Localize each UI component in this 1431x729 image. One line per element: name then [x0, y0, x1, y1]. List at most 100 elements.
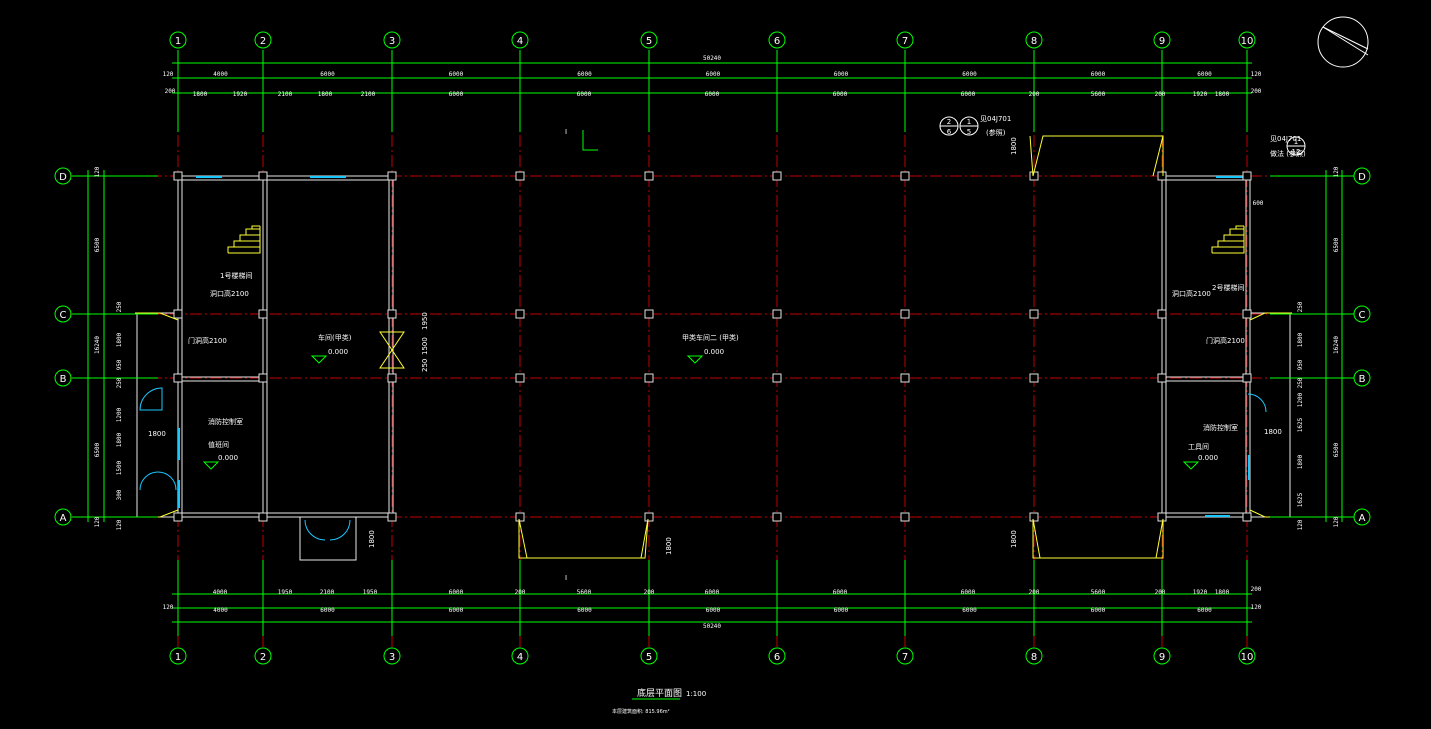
column-7-3	[900, 373, 910, 383]
column-1-3	[173, 373, 183, 383]
dim-bottom-row1-15: 1800	[1215, 589, 1230, 596]
column-5-4	[644, 512, 654, 522]
column-2-1	[258, 171, 268, 181]
dim-bottom-row1-6: 5600	[577, 589, 592, 596]
dim-left-outer-2: 16240	[94, 336, 101, 354]
dim-right-inner-2: 950	[1297, 359, 1304, 370]
axis-bubble-B-left	[54, 369, 72, 387]
column-4-2	[515, 309, 525, 319]
room-left-label: 值班间	[208, 440, 229, 449]
axis-bubble-10-bottom	[1238, 647, 1256, 665]
dim-right-inner-7: 1625	[1297, 492, 1304, 507]
dim-bottom-row2-0: 4000	[213, 607, 228, 614]
axis-label-5: 5	[646, 652, 652, 663]
dim-right-outer-4: 120	[1333, 516, 1340, 527]
column-6-3	[772, 373, 782, 383]
column-3-3	[387, 373, 397, 383]
dim-left-inner-2: 950	[116, 359, 123, 370]
axis-bubble-1-top	[169, 31, 187, 49]
dim-top-row2-9: 6000	[961, 91, 976, 98]
dim-left-inner-0: 250	[116, 301, 123, 312]
dim-left-inner-6: 1500	[116, 460, 123, 475]
dim-1800-d: 1800	[665, 537, 673, 555]
dim-1500: 1500	[421, 337, 429, 355]
dim-right-inner-0: 250	[1297, 301, 1304, 312]
axis-label-7: 7	[902, 36, 908, 47]
dim-1800-a: 1800	[148, 430, 166, 438]
dim-top-row2-13: 1920	[1193, 91, 1208, 98]
ref-right2-label: 做法 (参照)	[1270, 149, 1306, 158]
dim-bottom-row1-9: 6000	[833, 589, 848, 596]
dim-1800-c: 1800	[1010, 137, 1018, 155]
dim-top-row1-4: 6000	[706, 71, 721, 78]
dim-bottom-row2-3: 6000	[577, 607, 592, 614]
dim-top-row1-6: 6000	[962, 71, 977, 78]
dim-left-inner-3: 250	[116, 377, 123, 388]
dim-right-outer-2: 16240	[1333, 336, 1340, 354]
axis-bubble-A-right	[1353, 508, 1371, 526]
axis-label-8: 8	[1031, 652, 1037, 663]
column-9-3	[1157, 373, 1167, 383]
column-6-4	[772, 512, 782, 522]
column-5-3	[644, 373, 654, 383]
axis-bubble-1-bottom	[169, 647, 187, 665]
drawing-title: 底层平面图	[637, 687, 682, 699]
dim-top-row2-0: 1800	[193, 91, 208, 98]
dim-top-row2-4: 2100	[361, 91, 376, 98]
dim-right-inner-5: 1625	[1297, 417, 1304, 432]
axis-label-4: 4	[517, 652, 523, 663]
dim-left-outer-4: 120	[94, 516, 101, 527]
north-arrow-icon	[1317, 16, 1369, 68]
drawing-title-block: 底层平面图 1:100 本层建筑面积: 815.96m²	[612, 687, 706, 715]
dim-top-row2-5: 6000	[449, 91, 464, 98]
door-height-right-label: 洞口高2100	[1172, 289, 1211, 298]
column-8-2	[1029, 309, 1039, 319]
axis-bubble-7-top	[896, 31, 914, 49]
dim-top-row2-10: 200	[1029, 91, 1040, 98]
dim-1800-f: 1800	[368, 530, 376, 548]
axis-bubble-2-top	[254, 31, 272, 49]
columns	[173, 171, 1252, 522]
dim-right-inner-4: 1200	[1297, 392, 1304, 407]
axis-bubble-10-top	[1238, 31, 1256, 49]
ref-number-5: 12	[1292, 148, 1301, 156]
column-7-4	[900, 512, 910, 522]
windows	[178, 176, 1250, 517]
dim-bottom-row2-7: 6000	[1091, 607, 1106, 614]
axis-label-10: 10	[1241, 36, 1254, 47]
axis-label-9: 9	[1159, 36, 1165, 47]
dim-top-row2-left: 200	[165, 88, 176, 95]
dim-bottom-row2-1: 6000	[320, 607, 335, 614]
elevation-2: 0.000	[704, 348, 724, 356]
elevation-markers	[202, 130, 1200, 470]
door-height-left-label: 洞口高2100	[210, 289, 249, 298]
dim-right-outer-3: 6500	[1333, 442, 1340, 457]
dim-left-outer-1: 6500	[94, 237, 101, 252]
axis-label-7: 7	[902, 652, 908, 663]
dim-bottom-row2-5: 6000	[834, 607, 849, 614]
column-1-4	[173, 512, 183, 522]
dim-bottom-row1-0: 4000	[213, 589, 228, 596]
column-10-4	[1242, 512, 1252, 522]
elevation-1: 0.000	[328, 348, 348, 356]
dim-1800-e: 1800	[1010, 530, 1018, 548]
dim-bottom-row1-10: 6000	[961, 589, 976, 596]
column-10-1	[1242, 171, 1252, 181]
axis-bubble-6-bottom	[768, 647, 786, 665]
axis-label-10: 10	[1241, 652, 1254, 663]
door-right2-label: 门洞高2100	[1206, 336, 1245, 345]
room-right-label: 工具间	[1188, 443, 1209, 451]
dim-top-row1-8: 6000	[1197, 71, 1212, 78]
column-9-4	[1157, 512, 1167, 522]
dim-edge-bottom-left: 120	[163, 604, 174, 611]
dim-bottom-row1-8: 6000	[705, 589, 720, 596]
ref-right-label: 见04J701	[1270, 135, 1301, 143]
column-3-4	[387, 512, 397, 522]
stairs-and-ramps	[135, 135, 1292, 559]
axis-bubble-4-bottom	[511, 647, 529, 665]
axis-label-B: B	[60, 374, 67, 385]
ref-number-2: 6	[947, 128, 952, 136]
drawing-note: 本层建筑面积: 815.96m²	[612, 708, 670, 715]
axis-label-9: 9	[1159, 652, 1165, 663]
